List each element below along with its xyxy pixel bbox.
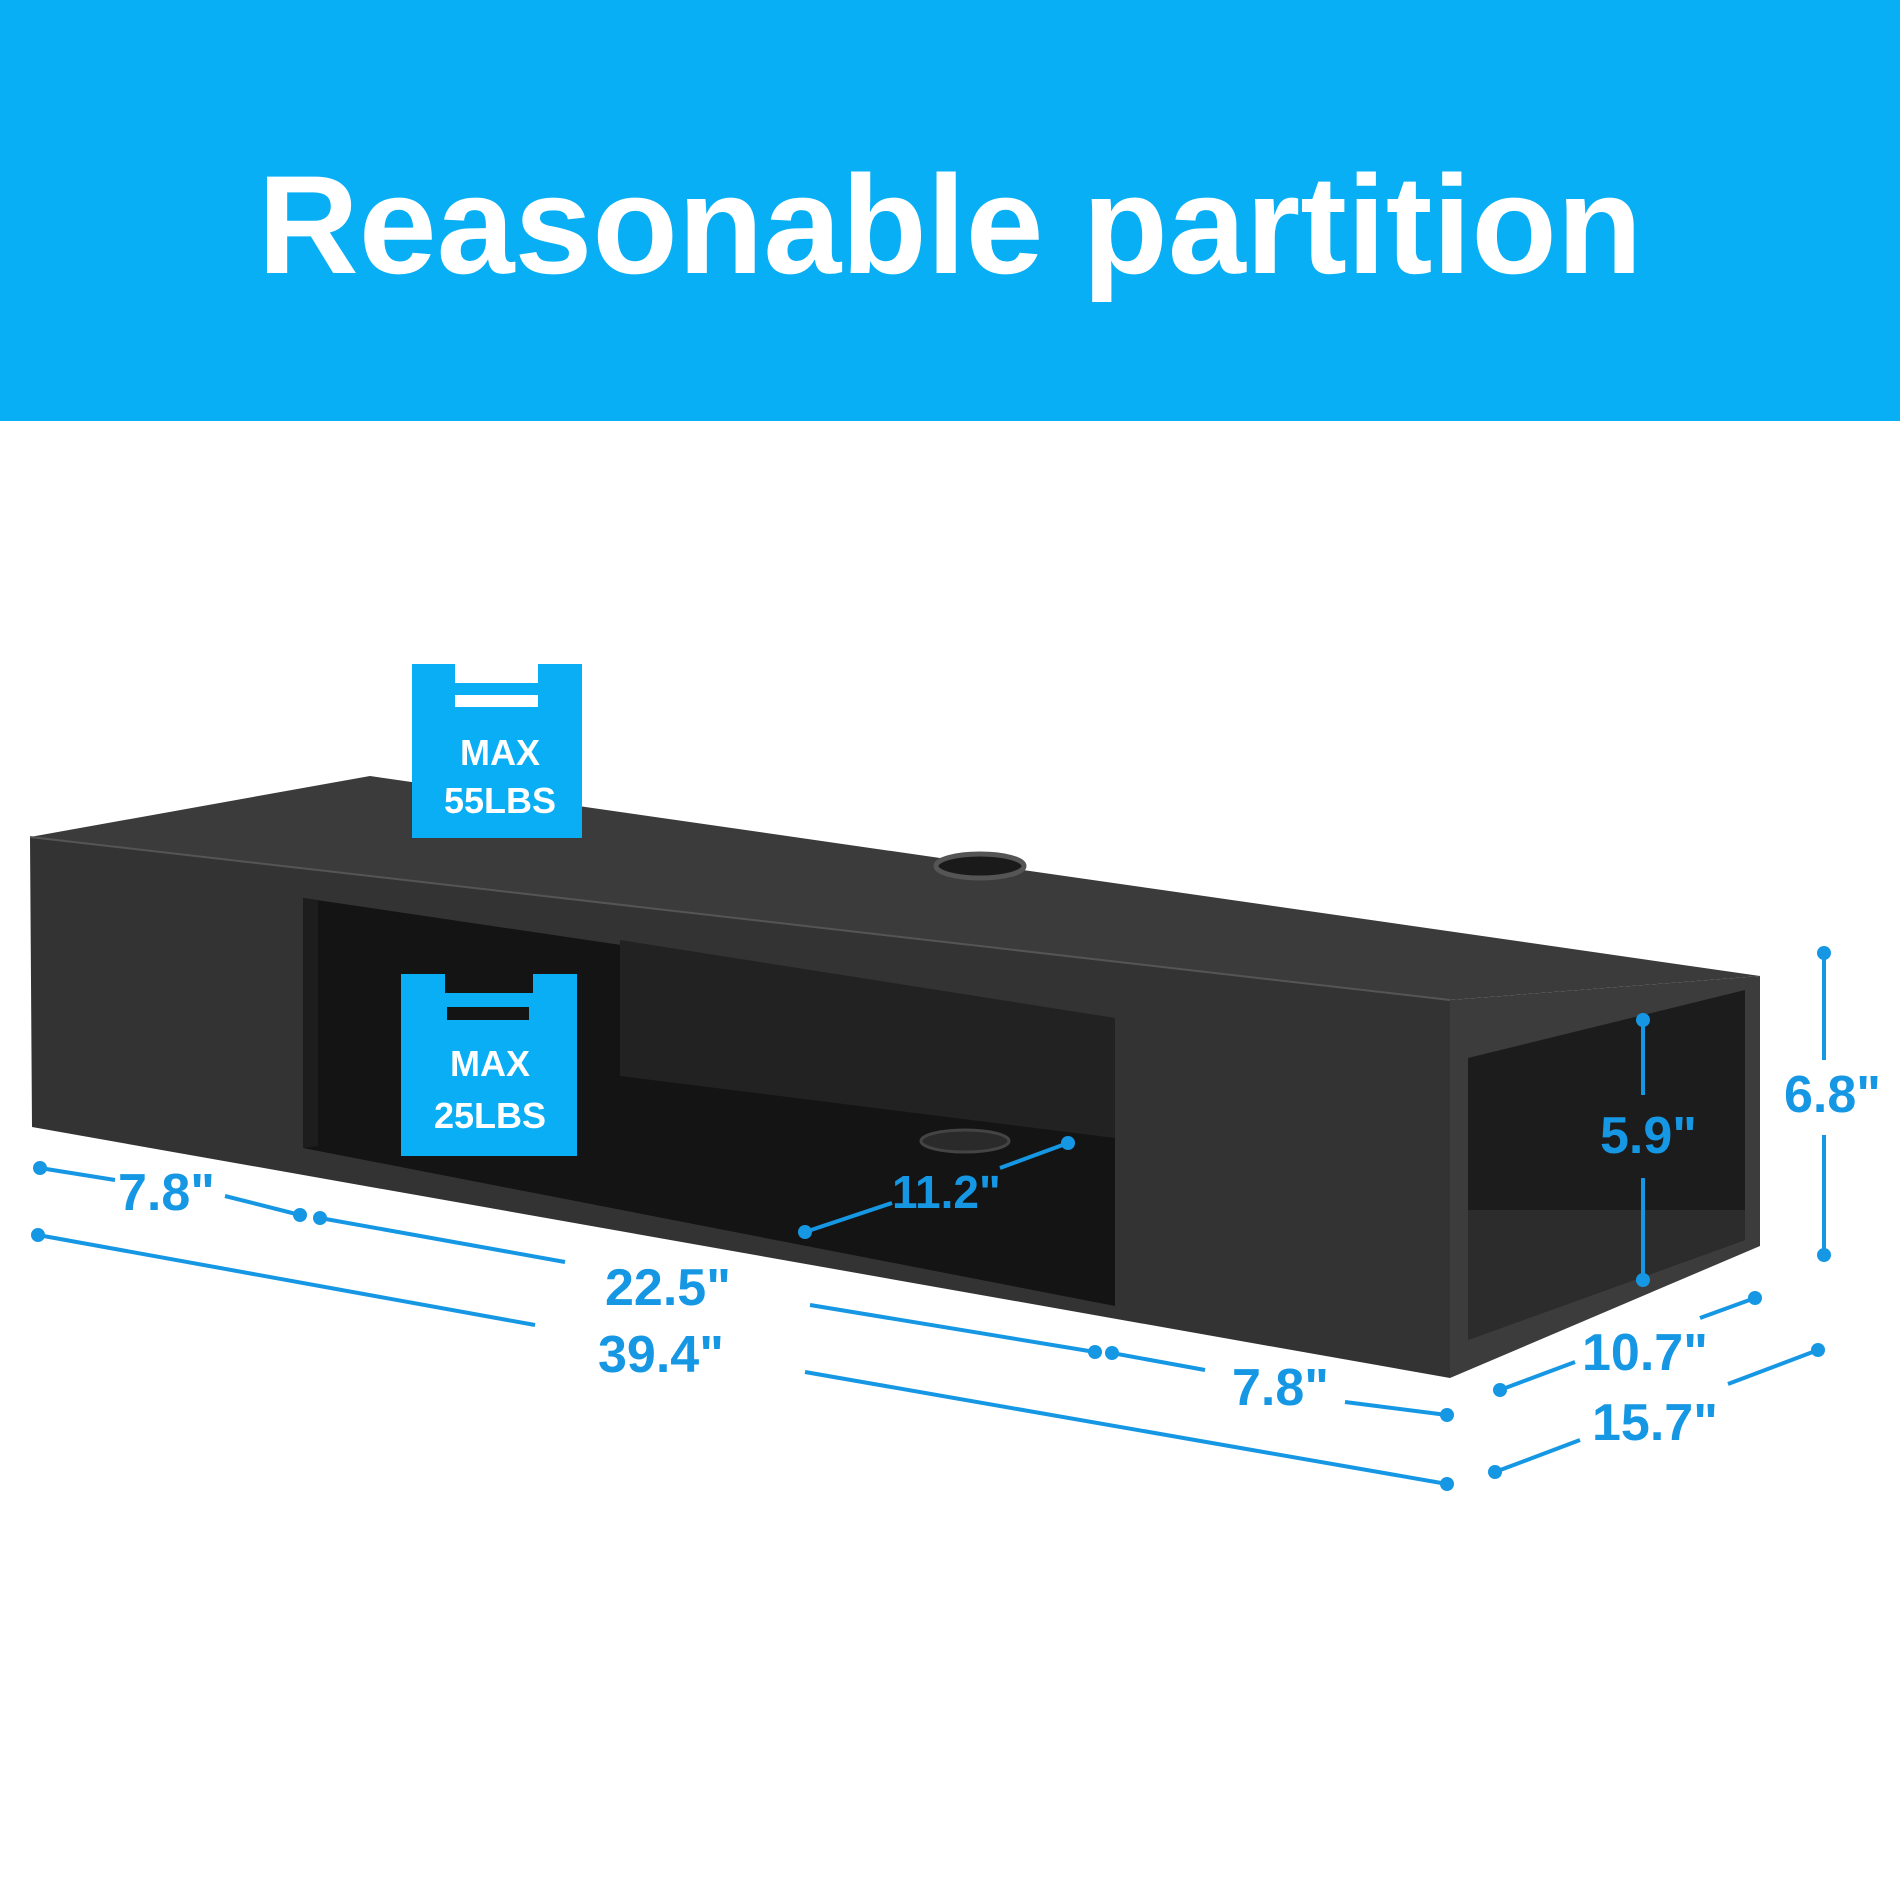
load-box-top: MAX 55LBS [412, 664, 582, 838]
load-box-shelf: MAX 25LBS [401, 974, 577, 1156]
dim-total-height: 6.8" [1784, 1066, 1881, 1124]
middle-back-wall [620, 940, 1115, 1138]
cable-grommet-shelf [919, 1128, 1011, 1154]
middle-left-wall [303, 898, 318, 1148]
dimension-labels: 7.8" 22.5" 39.4" 7.8" 11.2" 5.9" 6.8" 10… [118, 1066, 1881, 1452]
dimension-endpoint [1061, 1136, 1075, 1150]
shelf-depth-line-b [804, 1201, 893, 1234]
load-box-icon [401, 974, 577, 1156]
total-depth-line-b [1494, 1438, 1581, 1474]
dimension-endpoint [798, 1225, 812, 1239]
dim-inner-height: 5.9" [1600, 1107, 1697, 1165]
dimension-endpoint [1817, 1248, 1831, 1262]
right-width-line-a [1111, 1351, 1206, 1372]
front-top-edge [29, 836, 1451, 1001]
dim-total-width: 39.4" [598, 1326, 724, 1384]
tv-stand [29, 776, 1760, 1378]
total-depth-line-a [1727, 1348, 1819, 1386]
dimension-endpoint [293, 1208, 307, 1222]
right-width-line-b [1344, 1400, 1448, 1417]
dim-middle-opening-width: 22.5" [605, 1259, 731, 1317]
left-width-line-b [224, 1194, 301, 1217]
dimension-endpoint [1811, 1343, 1825, 1357]
middle-width-line-b [809, 1303, 1096, 1354]
shelf-depth-line-a [999, 1141, 1069, 1170]
dimension-endpoint [1105, 1346, 1119, 1360]
dimension-endpoint [1817, 946, 1831, 960]
load-top-line1: MAX [460, 732, 540, 773]
middle-width-line-a [319, 1216, 566, 1264]
right-compartment-floor [1468, 1210, 1745, 1340]
dim-right-cabinet-width: 7.8" [1232, 1359, 1329, 1417]
total-width-line-a [37, 1233, 536, 1327]
title-banner: Reasonable partition [0, 0, 1900, 421]
box-handle [455, 695, 538, 707]
box-handle [447, 1007, 529, 1020]
dimension-endpoint [1488, 1465, 1502, 1479]
dimension-endpoint [1748, 1291, 1762, 1305]
dimension-endpoint [33, 1161, 47, 1175]
total-width-line-b [804, 1370, 1448, 1486]
dimension-endpoint [313, 1211, 327, 1225]
dimension-endpoint [1636, 1273, 1650, 1287]
dimension-endpoint [31, 1228, 45, 1242]
inner-depth-line-a [1699, 1296, 1756, 1320]
dimension-endpoint [1440, 1477, 1454, 1491]
dim-total-depth: 15.7" [1592, 1394, 1718, 1452]
dim-inner-depth: 10.7" [1582, 1324, 1708, 1382]
left-width-line-a [39, 1166, 116, 1182]
load-top-line2: 55LBS [444, 780, 556, 821]
load-shelf-line1: MAX [450, 1043, 530, 1084]
banner-title: Reasonable partition [257, 146, 1643, 303]
dimension-lines [31, 946, 1831, 1491]
dim-shelf-depth: 11.2" [892, 1166, 1001, 1218]
load-box-icon [412, 664, 582, 838]
load-shelf-line2: 25LBS [434, 1095, 546, 1136]
dimension-endpoint [1440, 1408, 1454, 1422]
dimension-endpoint [1636, 1013, 1650, 1027]
inner-depth-line-b [1499, 1360, 1576, 1392]
cable-grommet-top [933, 851, 1027, 881]
dim-left-cabinet-width: 7.8" [118, 1164, 215, 1222]
dimension-endpoint [1493, 1383, 1507, 1397]
dimension-endpoint [1088, 1345, 1102, 1359]
